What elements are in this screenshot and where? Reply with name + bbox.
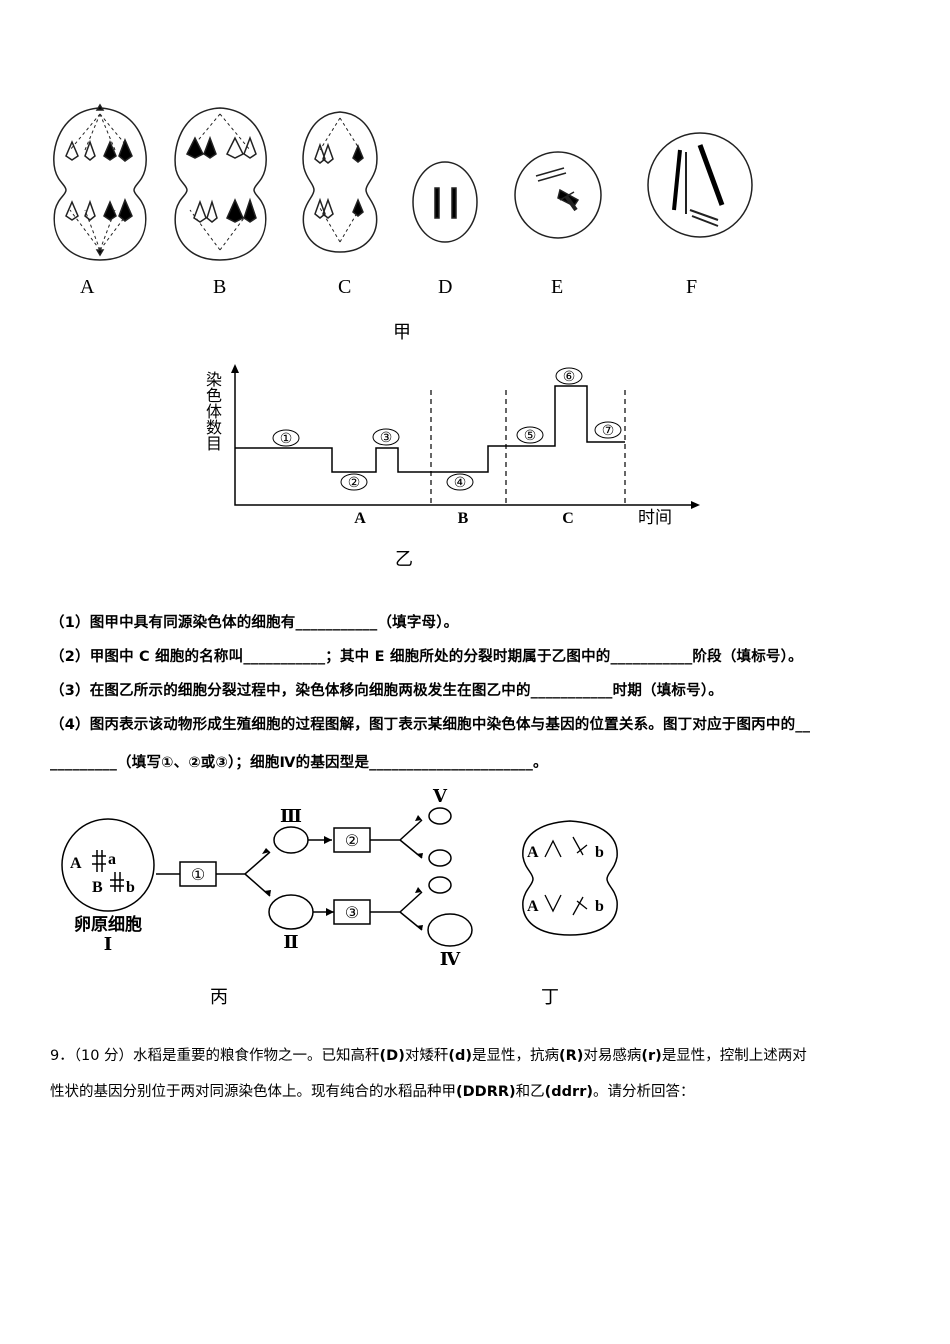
- ding-lower-chromosomes: [544, 894, 588, 916]
- cell-label-a: A: [80, 276, 95, 298]
- question-4-line-2: _________（填写①、②或③）；细胞Ⅳ的基因型是_____________…: [50, 755, 548, 771]
- q9-text-2a: 性状的基因分别位于两对同源染色体上。现有纯合的水稻品种甲: [50, 1084, 456, 1100]
- cell-label-d: D: [438, 276, 453, 298]
- marker-3: ③: [380, 431, 393, 446]
- stage-label-b: B: [458, 510, 469, 527]
- polar-body-3: [428, 876, 452, 894]
- ding-gene-a-lower: A: [527, 898, 539, 915]
- q9-text-2e: 。请分析回答：: [593, 1084, 695, 1100]
- gene-b-upper: B: [92, 879, 103, 896]
- cell-f-drawing: [647, 132, 753, 238]
- cell-numeral-ii: Ⅱ: [283, 932, 298, 952]
- question-2: （2）甲图中 C 细胞的名称叫___________；其中 E 细胞所处的分裂时…: [50, 649, 803, 665]
- figure-ding-caption: 丁: [541, 987, 559, 1008]
- cell-b-drawing: [174, 107, 267, 261]
- ding-gene-b-upper: b: [595, 844, 604, 861]
- gene-a-upper: A: [70, 855, 82, 872]
- stage-label-a: A: [354, 510, 366, 527]
- marker-2: ②: [348, 476, 361, 491]
- cell-c-drawing: [302, 111, 378, 253]
- graph-axes: [234, 368, 695, 506]
- y-axis-arrow: [231, 364, 239, 373]
- figure-yi-caption: 乙: [395, 549, 413, 570]
- q9-gene-d-upper: (D): [379, 1048, 405, 1064]
- q9-text-c: 对矮秆: [404, 1048, 449, 1064]
- figure-ding-cell: A b A b: [522, 820, 618, 936]
- question-9-line-1: 9．（10 分）水稻是重要的粮食作物之一。已知高秆(D)对矮秆(d)是显性，抗病…: [50, 1044, 807, 1065]
- cell-numeral-v: Ⅴ: [432, 786, 448, 806]
- ding-gene-b-lower: b: [595, 898, 604, 915]
- gene-a-lower: a: [108, 851, 116, 868]
- marker-1: ①: [280, 432, 293, 447]
- cell-ii: [268, 894, 314, 930]
- ding-gene-a-upper: A: [527, 844, 539, 861]
- polar-body-2: [428, 849, 452, 867]
- step-1-label: ①: [191, 867, 205, 884]
- oocyte-label: 卵原细胞: [74, 914, 142, 934]
- question-3: （3）在图乙所示的细胞分裂过程中，染色体移向细胞两极发生在图乙中的_______…: [50, 683, 723, 699]
- stage-separators: [430, 390, 626, 505]
- cell-iv: [427, 913, 473, 947]
- marker-4: ④: [454, 476, 467, 491]
- step-2-label: ②: [345, 833, 359, 850]
- q9-gene-r-upper: (R): [558, 1048, 584, 1064]
- cell-label-c: C: [338, 276, 352, 298]
- gene-b-lower: b: [126, 879, 135, 896]
- question-9-line-2: 性状的基因分别位于两对同源染色体上。现有纯合的水稻品种甲(DDRR)和乙(ddr…: [50, 1080, 695, 1101]
- cell-label-e: E: [551, 276, 564, 298]
- cell-label-f: F: [686, 276, 698, 298]
- oocyte-chromosome-pair-2: [110, 872, 124, 892]
- x-axis-arrow: [691, 501, 700, 509]
- figure-bing-diagram: A a B b ① ② ③ Ⅲ Ⅱ Ⅴ Ⅳ 卵原细胞 Ⅰ: [61, 786, 473, 969]
- q9-text-a: 9．（10 分）水稻是重要的粮食作物之一。已知高秆: [50, 1048, 380, 1064]
- q9-text-2c: 和乙: [515, 1084, 545, 1100]
- figure-yi-graph: ① ② ③ ④ ⑤ ⑥ ⑦ A B C 时间: [231, 364, 700, 527]
- q9-text-g: 对易感病: [583, 1048, 642, 1064]
- chromosome-count-line: [235, 385, 625, 473]
- q9-genotype-yi: (ddrr): [544, 1084, 593, 1100]
- cell-d-drawing: [412, 161, 478, 243]
- x-axis-label: 时间: [638, 508, 672, 527]
- q9-gene-d-lower: (d): [448, 1048, 472, 1064]
- cell-numeral-iii: Ⅲ: [280, 806, 302, 826]
- cell-iii: [273, 826, 309, 854]
- cell-a-drawing: [53, 103, 147, 261]
- ding-upper-chromosomes: [544, 836, 588, 858]
- figure-jia-caption: 甲: [393, 322, 411, 343]
- cell-numeral-iv: Ⅳ: [440, 949, 461, 969]
- ding-cell-outline: [522, 820, 618, 936]
- figure-bing-caption: 丙: [210, 987, 228, 1008]
- cell-v: [428, 807, 452, 825]
- oocyte-numeral: Ⅰ: [104, 934, 112, 954]
- q9-genotype-jia: (DDRR): [456, 1084, 516, 1100]
- cell-label-b: B: [213, 276, 227, 298]
- figure-jia-cells: [53, 103, 753, 261]
- question-4-line-1: （4）图丙表示该动物形成生殖细胞的过程图解，图丁表示某细胞中染色体与基因的位置关…: [50, 717, 811, 733]
- q9-text-i: 是显性，控制上述两对: [661, 1048, 807, 1064]
- marker-6: ⑥: [563, 370, 576, 385]
- step-3-label: ③: [345, 905, 359, 922]
- question-1: （1）图甲中具有同源染色体的细胞有___________（填字母）。: [50, 615, 459, 631]
- q9-text-e: 是显性，抗病: [471, 1048, 559, 1064]
- oocyte-chromosome-pair-1: [92, 850, 106, 872]
- q9-gene-r-lower: (r): [641, 1048, 662, 1064]
- cell-e-drawing: [514, 151, 602, 239]
- y-axis-label: 染色体数目: [206, 370, 223, 453]
- oocyte-cell: [61, 818, 155, 912]
- stage-label-c: C: [562, 510, 574, 527]
- marker-7: ⑦: [602, 424, 615, 439]
- marker-5: ⑤: [524, 429, 537, 444]
